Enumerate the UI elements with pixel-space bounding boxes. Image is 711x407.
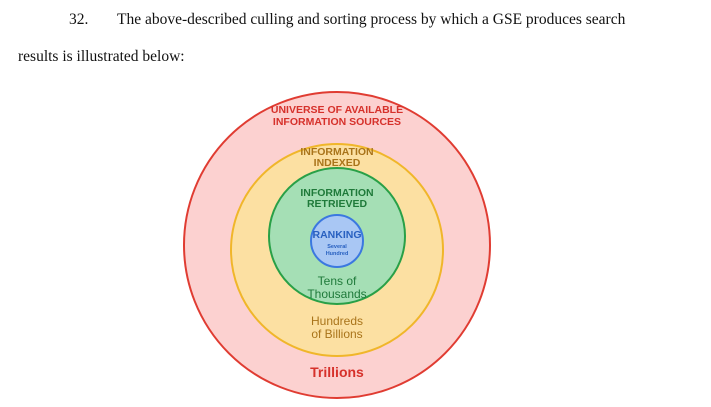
ring-retrieved-title-line-2: RETRIEVED xyxy=(307,198,368,210)
ring-ranking-count-line-2: Hundred xyxy=(326,251,349,257)
ring-indexed-title-line-1: INFORMATION xyxy=(300,146,373,158)
ring-retrieved-title-line-1: INFORMATION xyxy=(300,187,373,199)
ring-universe-title-line-2: INFORMATION SOURCES xyxy=(273,116,401,128)
ring-indexed-count-line-2: of Billions xyxy=(311,327,362,341)
paragraph-number: 32. xyxy=(69,11,89,28)
paragraph-first-line: 32. The above-described culling and sorti… xyxy=(69,11,625,29)
ring-ranking-title: RANKING xyxy=(313,229,362,241)
ring-retrieved-count-line-1: Tens of xyxy=(318,274,357,288)
ring-retrieved-count-line-2: Thousands xyxy=(307,287,366,301)
ring-universe-count: Trillions xyxy=(310,364,364,380)
ring-ranking xyxy=(310,214,364,268)
ring-ranking-count-line-1: Several xyxy=(327,244,347,250)
paragraph-text-line-2: results is illustrated below: xyxy=(18,48,185,65)
paragraph-text-line-1: The above-described culling and sorting … xyxy=(117,11,626,28)
ring-universe-title-line-1: UNIVERSE OF AVAILABLE xyxy=(271,104,403,116)
ring-indexed-count-line-1: Hundreds xyxy=(311,314,363,328)
ring-indexed-title-line-2: INDEXED xyxy=(314,157,361,169)
